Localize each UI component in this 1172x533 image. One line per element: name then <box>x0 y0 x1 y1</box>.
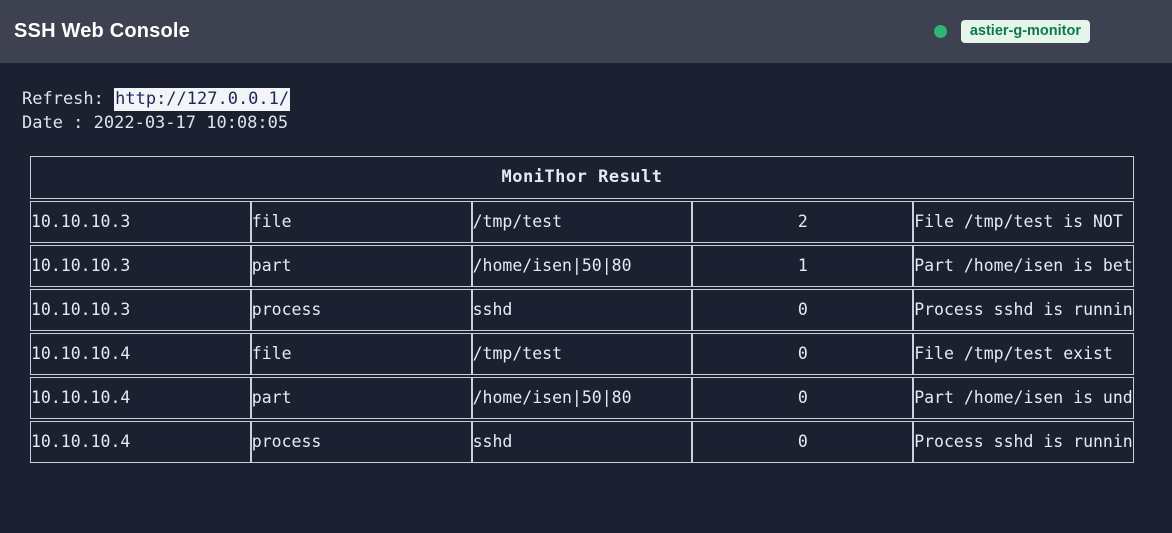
status-badge[interactable]: astier-g-monitor <box>960 19 1090 44</box>
cell-message: Part /home/isen is under 50% : 1 <box>913 377 1134 419</box>
cell-code: 2 <box>692 201 914 243</box>
table-row[interactable]: 10.10.10.3 file /tmp/test 2 File /tmp/te… <box>30 201 1134 243</box>
cell-type: process <box>250 421 472 463</box>
info-block: Refresh: http://127.0.0.1/ Date : 2022-0… <box>0 63 1172 135</box>
cell-argument: /home/isen|50|80 <box>471 245 693 287</box>
cell-code: 0 <box>692 377 914 419</box>
cell-message: Process sshd is running <box>913 421 1134 463</box>
cell-host: 10.10.10.3 <box>30 245 251 287</box>
table-row[interactable]: 10.10.10.3 process sshd 0 Process sshd i… <box>30 289 1134 331</box>
cell-message: Part /home/isen is between 50% and 80% :… <box>913 245 1134 287</box>
cell-argument: /home/isen|50|80 <box>471 377 693 419</box>
table-body: 10.10.10.3 file /tmp/test 2 File /tmp/te… <box>30 201 1134 463</box>
cell-message: Process sshd is running <box>913 289 1134 331</box>
refresh-link[interactable]: http://127.0.0.1/ <box>114 88 291 111</box>
cell-message: File /tmp/test exist <box>913 333 1134 375</box>
cell-host: 10.10.10.3 <box>30 201 251 243</box>
refresh-label: Refresh: <box>22 89 115 109</box>
table-row[interactable]: 10.10.10.3 part /home/isen|50|80 1 Part … <box>30 245 1134 287</box>
table-row[interactable]: 10.10.10.4 process sshd 0 Process sshd i… <box>30 421 1134 463</box>
cell-argument: sshd <box>471 289 693 331</box>
result-table-container: MoniThor Result 10.10.10.3 file /tmp/tes… <box>0 135 1172 465</box>
table-row[interactable]: 10.10.10.4 file /tmp/test 0 File /tmp/te… <box>30 333 1134 375</box>
page-title: SSH Web Console <box>14 20 190 42</box>
cell-host: 10.10.10.4 <box>30 421 251 463</box>
cell-argument: sshd <box>471 421 693 463</box>
cell-argument: /tmp/test <box>471 333 693 375</box>
cell-message: File /tmp/test is NOT present <box>913 201 1134 243</box>
cell-code: 0 <box>692 289 914 331</box>
cell-argument: /tmp/test <box>471 201 693 243</box>
cell-type: process <box>250 289 472 331</box>
cell-code: 0 <box>692 421 914 463</box>
cell-code: 1 <box>692 245 914 287</box>
cell-host: 10.10.10.4 <box>30 377 251 419</box>
date-row: Date : 2022-03-17 10:08:05 <box>22 113 289 133</box>
cell-host: 10.10.10.4 <box>30 333 251 375</box>
green-status-dot <box>933 25 947 38</box>
refresh-row: Refresh: http://127.0.0.1/ <box>22 87 1172 111</box>
cell-type: part <box>250 245 472 287</box>
table-title: MoniThor Result <box>30 156 1134 199</box>
cell-code: 0 <box>692 333 914 375</box>
table-title-row: MoniThor Result <box>30 156 1134 199</box>
cell-host: 10.10.10.3 <box>30 289 251 331</box>
app-header-bar: SSH Web Console astier-g-monitor <box>0 0 1172 63</box>
cell-type: file <box>250 333 472 375</box>
header-status-group: astier-g-monitor <box>933 19 1160 44</box>
monithor-result-table: MoniThor Result 10.10.10.3 file /tmp/tes… <box>30 154 1134 465</box>
cell-type: file <box>250 201 472 243</box>
table-row[interactable]: 10.10.10.4 part /home/isen|50|80 0 Part … <box>30 377 1134 419</box>
cell-type: part <box>250 377 472 419</box>
